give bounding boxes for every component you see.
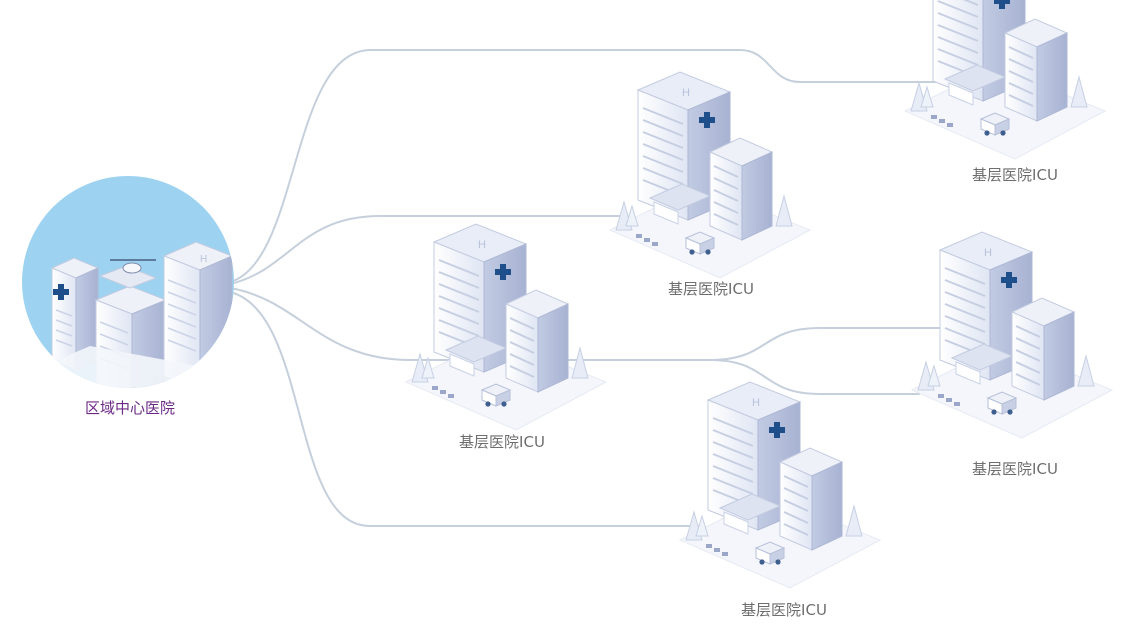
hospital-icon-icu-4 [911, 231, 1113, 439]
node-label-icu-3: 基层医院ICU [459, 433, 545, 451]
link-icu-3-icu-4-b [709, 359, 920, 395]
links-layer [229, 49, 950, 527]
svg-text:H: H [200, 254, 207, 265]
hospital-icon-icu-1 [904, 0, 1106, 160]
hospital-icon-icu-3 [405, 223, 607, 431]
center-hospital-icon: H [22, 176, 234, 388]
hospital-icon-icu-2 [609, 71, 811, 279]
center-hospital-label: 区域中心医院 [84, 399, 176, 417]
link-center-icu-2 [229, 215, 620, 285]
node-label-icu-1: 基层医院ICU [972, 166, 1058, 184]
hospital-icon-icu-5 [679, 381, 881, 589]
link-center-icu-5 [229, 291, 700, 527]
node-label-icu-4: 基层医院ICU [972, 460, 1058, 478]
node-label-icu-5: 基层医院ICU [741, 601, 827, 619]
node-label-icu-2: 基层医院ICU [668, 280, 754, 298]
link-center-icu-1 [229, 49, 940, 283]
link-icu-3-icu-4 [580, 327, 950, 361]
link-center-icu-3 [229, 287, 580, 361]
